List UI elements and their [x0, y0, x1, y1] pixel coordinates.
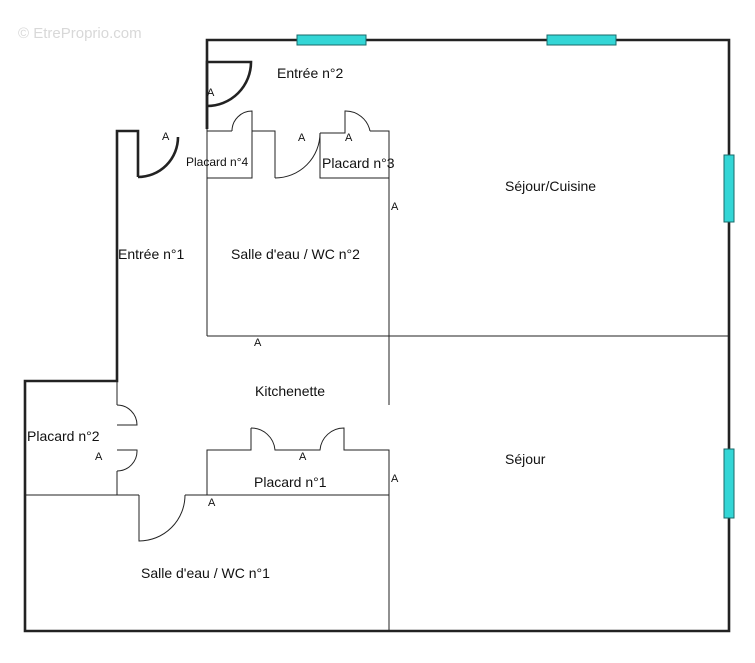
room-label-placard1: Placard n°1 — [254, 474, 327, 490]
room-label-sejour-cuisine: Séjour/Cuisine — [505, 178, 597, 194]
window-right-upper — [723, 154, 735, 223]
room-label-entree1: Entrée n°1 — [118, 246, 185, 262]
door-marker: A — [345, 132, 353, 144]
room-label-kitchenette: Kitchenette — [255, 383, 326, 399]
room-label-sejour: Séjour — [505, 451, 546, 467]
room-label-placard4: Placard n°4 — [186, 155, 249, 169]
window-right-lower — [723, 448, 735, 519]
window-top-left — [296, 34, 367, 46]
window-top-right — [546, 34, 617, 46]
room-label-salle-eau-wc1: Salle d'eau / WC n°1 — [141, 565, 270, 581]
door-entree2 — [205, 60, 253, 129]
room-label-entree2: Entrée n°2 — [277, 65, 344, 81]
room-label-placard3: Placard n°3 — [322, 155, 395, 171]
door-marker: A — [254, 337, 262, 349]
door-marker: A — [162, 131, 170, 143]
room-label-placard2: Placard n°2 — [27, 428, 100, 444]
door-marker: A — [95, 451, 103, 463]
interior-walls — [25, 110, 729, 631]
door-marker: A — [298, 132, 306, 144]
outer-wall — [23, 38, 731, 633]
door-marker: A — [391, 201, 399, 213]
door-marker: A — [207, 87, 215, 99]
windows — [296, 34, 735, 519]
watermark: © EtreProprio.com — [18, 25, 142, 42]
door-marker: A — [391, 473, 399, 485]
front-doors — [137, 60, 253, 179]
door-marker: A — [299, 451, 307, 463]
door-marker: A — [208, 497, 216, 509]
outer-walls — [23, 38, 731, 633]
door-entree1 — [137, 136, 180, 179]
room-label-salle-eau-wc2: Salle d'eau / WC n°2 — [231, 246, 360, 262]
